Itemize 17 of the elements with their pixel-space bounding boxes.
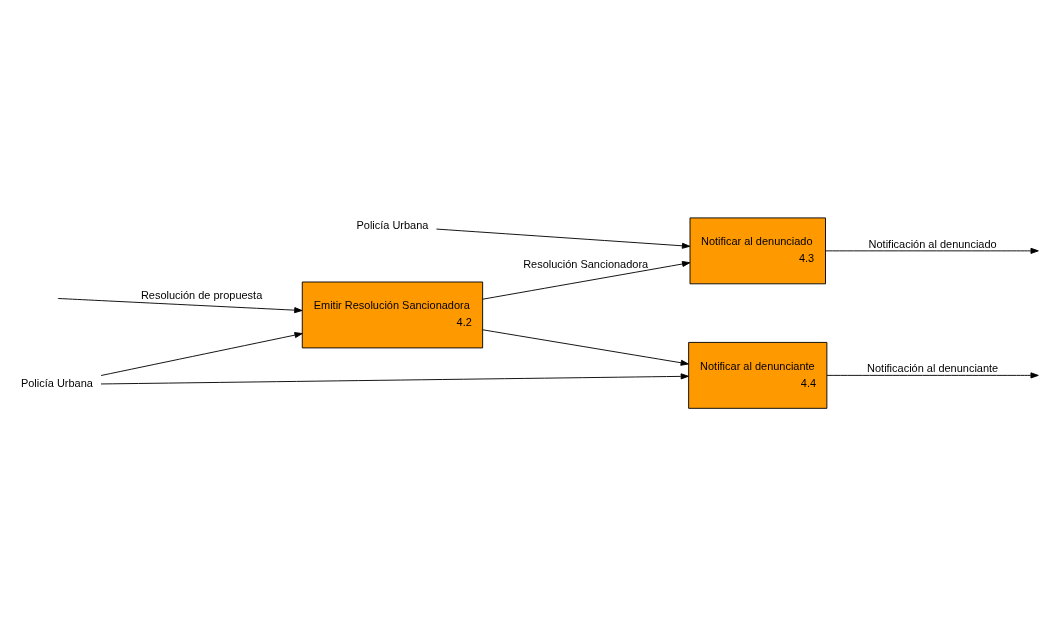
- node-box: Notificar al denunciado 4.3: [689, 217, 826, 285]
- edge-label: Resolución Sancionadora: [523, 257, 649, 270]
- edge-label: Notificación al denunciado: [868, 237, 997, 250]
- edge-label: Resolución de propuesta: [140, 289, 263, 302]
- arrow: [825, 247, 1039, 254]
- node-text: Policía Urbana: [356, 218, 429, 231]
- arrow: [482, 329, 689, 366]
- arrow: [100, 373, 689, 385]
- node-box: Emitir Resolución Sancionadora 4.2: [301, 281, 484, 349]
- node-box: Notificar al denunciante 4.4: [688, 341, 828, 409]
- arrow: [100, 332, 303, 376]
- arrow: [482, 260, 691, 300]
- arrow: [826, 372, 1039, 379]
- arrow: [436, 228, 691, 249]
- arrow: [57, 298, 303, 314]
- edge-label: Notificación al denunciante: [867, 362, 999, 375]
- node-text: Policía Urbana: [20, 377, 93, 390]
